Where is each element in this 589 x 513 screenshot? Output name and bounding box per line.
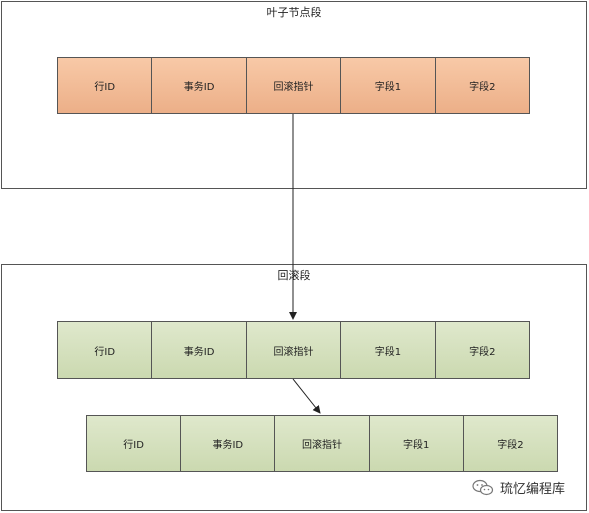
leaf-record: 行ID 事务ID 回滚指针 字段1 字段2 — [57, 57, 530, 114]
field-row-id: 行ID — [123, 440, 144, 451]
field-row-id: 行ID — [94, 346, 116, 358]
field-2: 字段2 — [462, 416, 557, 471]
watermark-text: 琉忆编程库 — [500, 482, 566, 497]
field-rollback-pointer: 回滚指针 — [245, 58, 340, 113]
wechat-icon — [472, 479, 494, 495]
undo-record-1: 行ID 事务ID 回滚指针 字段1 字段2 — [57, 321, 530, 379]
field-transaction-id: 事务ID — [151, 58, 245, 113]
undo-segment-title: 回滚段 — [277, 269, 311, 282]
watermark: 琉忆编程库 — [472, 478, 565, 497]
field-rollback-pointer: 回滚指针 — [245, 322, 340, 378]
field-2: 字段2 — [434, 322, 529, 378]
field-1: 字段1 — [368, 416, 463, 471]
undo-segment: 回滚段 — [1, 264, 587, 511]
leaf-node-segment-title: 叶子节点段 — [266, 6, 322, 19]
field-transaction-id: 事务ID — [180, 416, 274, 471]
field-row-id: 行ID — [94, 82, 116, 93]
field-rollback-pointer: 回滚指针 — [274, 416, 368, 471]
field-1: 字段1 — [340, 58, 434, 113]
field-2: 字段2 — [434, 58, 529, 113]
undo-record-2: 行ID 事务ID 回滚指针 字段1 字段2 — [86, 415, 558, 472]
field-transaction-id: 事务ID — [151, 322, 245, 378]
field-1: 字段1 — [340, 322, 434, 378]
